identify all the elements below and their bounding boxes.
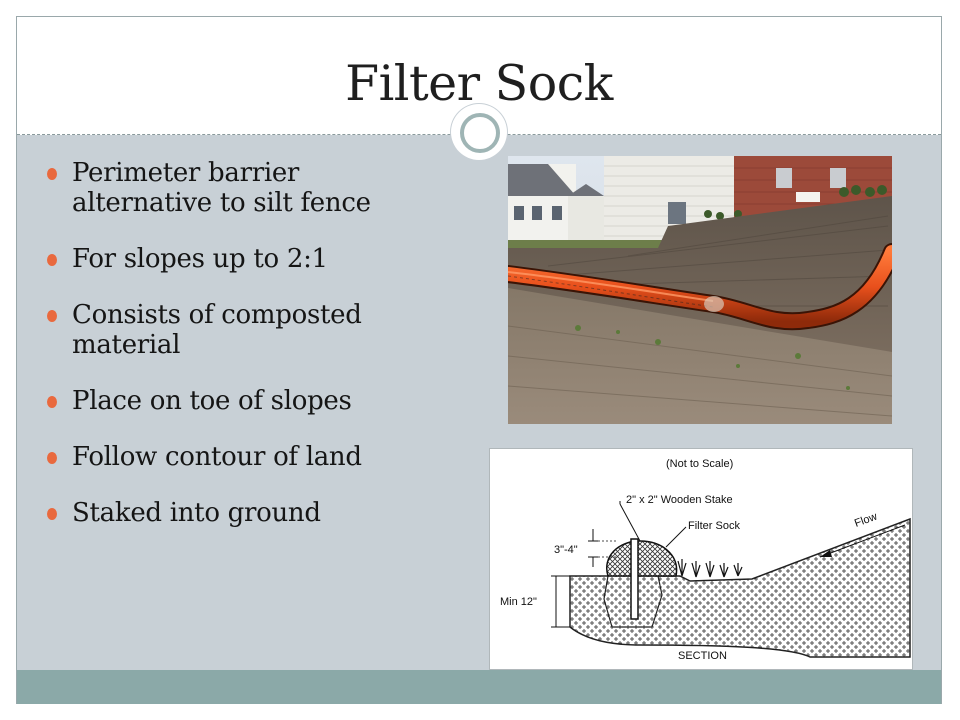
bullet-text: Perimeter barrier alternative to silt fe… bbox=[72, 158, 371, 218]
sock-label: Filter Sock bbox=[688, 520, 740, 532]
list-item: Perimeter barrier alternative to silt fe… bbox=[46, 158, 446, 218]
slide-title: Filter Sock bbox=[345, 55, 613, 112]
section-label: SECTION bbox=[678, 650, 727, 662]
circle-bullet-icon bbox=[47, 254, 57, 266]
bullet-text: Staked into ground bbox=[72, 498, 321, 528]
bullet-text: Place on toe of slopes bbox=[72, 386, 352, 416]
circle-bullet-icon bbox=[47, 396, 57, 408]
bullet-text: Consists of composted material bbox=[72, 300, 362, 360]
list-item: Staked into ground bbox=[46, 498, 446, 528]
footer-bar bbox=[17, 670, 941, 704]
bullet-text: Follow contour of land bbox=[72, 442, 362, 472]
circle-bullet-icon bbox=[47, 168, 57, 180]
circle-bullet-icon bbox=[47, 452, 57, 464]
filter-sock-photo bbox=[508, 156, 892, 424]
filter-sock-section-diagram: (Not to Scale) 2" x 2" Wooden Stake Filt… bbox=[489, 448, 913, 670]
list-item: Consists of composted material bbox=[46, 300, 446, 360]
circle-bullet-icon bbox=[47, 310, 57, 322]
list-item: For slopes up to 2:1 bbox=[46, 244, 446, 274]
ring-icon bbox=[451, 104, 507, 160]
stake-label: 2" x 2" Wooden Stake bbox=[626, 494, 733, 506]
circle-bullet-icon bbox=[47, 508, 57, 520]
list-item: Place on toe of slopes bbox=[46, 386, 446, 416]
bullet-list: Perimeter barrier alternative to silt fe… bbox=[46, 158, 446, 554]
flow-label: Flow bbox=[853, 511, 879, 530]
height-label: 3"-4" bbox=[554, 544, 578, 556]
list-item: Follow contour of land bbox=[46, 442, 446, 472]
scale-note: (Not to Scale) bbox=[666, 458, 733, 470]
bullet-text: For slopes up to 2:1 bbox=[72, 244, 328, 274]
depth-label: Min 12" bbox=[500, 596, 537, 608]
